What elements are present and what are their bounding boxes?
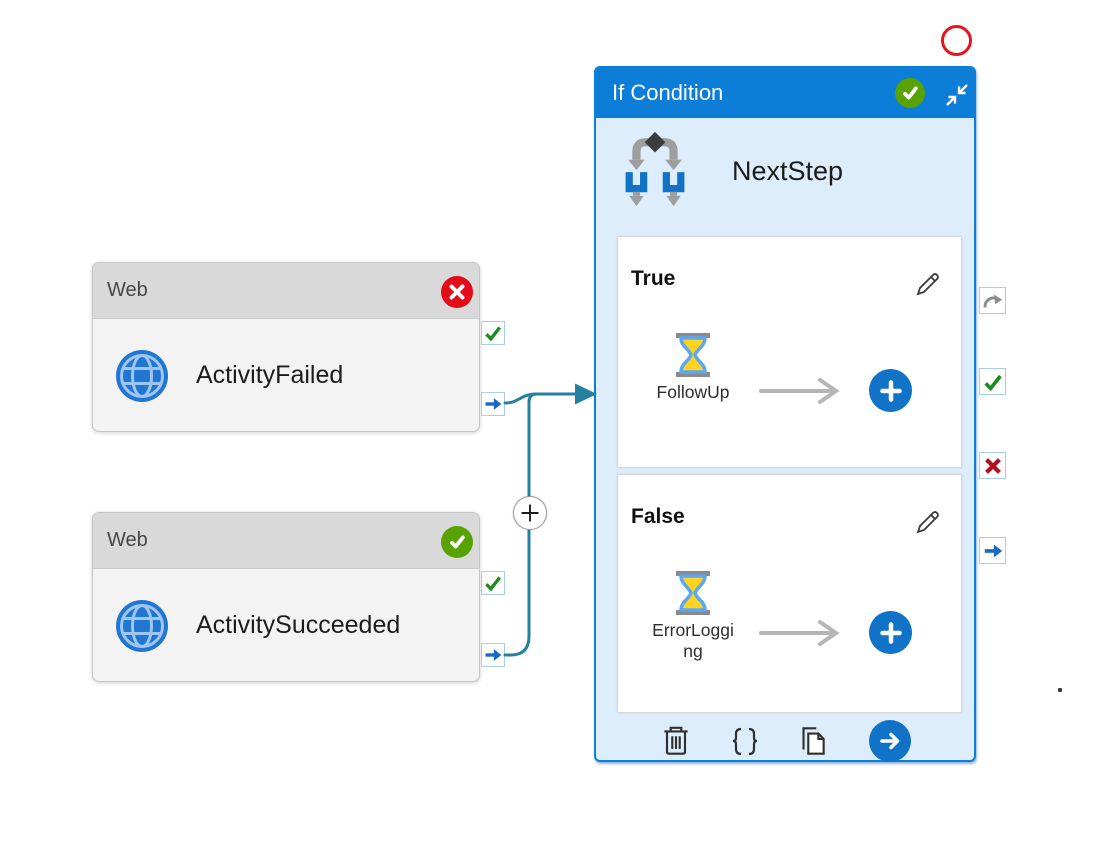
add-activity-false-button[interactable] <box>869 611 912 654</box>
plus-icon <box>879 379 902 402</box>
collapse-icon[interactable] <box>943 81 971 109</box>
if-condition-title: If Condition <box>612 80 724 105</box>
port-skip-if-condition[interactable] <box>979 287 1006 314</box>
delete-trash-icon[interactable] <box>658 722 694 765</box>
add-activity-true-button[interactable] <box>869 369 912 412</box>
activity-card-web-failed[interactable]: Web ActivityFailed <box>92 262 480 432</box>
port-completion-failed-activity[interactable] <box>481 392 505 416</box>
navigate-arrow-button[interactable] <box>869 720 911 762</box>
plus-icon <box>521 504 539 522</box>
flow-arrow-icon <box>759 620 840 646</box>
child-activity-name: FollowUp <box>656 382 730 402</box>
edit-pencil-icon[interactable] <box>913 507 943 537</box>
arrow-right-icon <box>880 732 900 750</box>
activity-name: ActivityFailed <box>196 361 344 389</box>
false-branch-card[interactable]: False ErrorLogging <box>617 474 962 713</box>
port-success-if-condition[interactable] <box>979 368 1006 395</box>
if-condition-header[interactable]: If Condition <box>596 68 974 118</box>
if-condition-icon <box>625 131 685 207</box>
child-activity-name: ErrorLogging <box>652 620 734 662</box>
edit-pencil-icon[interactable] <box>913 269 943 299</box>
annotation-dot <box>1058 688 1062 692</box>
if-condition-activity-row: NextStep <box>622 128 952 228</box>
web-globe-icon <box>116 349 168 402</box>
port-success-failed-activity[interactable] <box>481 321 505 345</box>
activity-type-label: Web <box>107 279 148 301</box>
status-succeeded-icon <box>895 78 925 108</box>
skip-curved-arrow-icon <box>983 294 1002 308</box>
activity-body: ActivitySucceeded <box>93 569 479 682</box>
web-globe-icon <box>116 599 168 652</box>
activity-card-web-succeeded[interactable]: Web ActivitySucceeded <box>92 512 480 682</box>
plus-icon <box>879 621 902 644</box>
activity-name: ActivitySucceeded <box>196 611 401 639</box>
braces-code-icon[interactable] <box>728 724 762 763</box>
true-branch-label: True <box>631 267 676 290</box>
port-failure-if-condition[interactable] <box>979 452 1006 479</box>
port-completion-succeeded-activity[interactable] <box>481 643 505 667</box>
activity-body: ActivityFailed <box>93 319 479 432</box>
flow-arrow-icon <box>759 378 840 404</box>
wait-hourglass-icon <box>676 333 710 377</box>
wait-hourglass-icon <box>676 571 710 615</box>
port-success-succeeded-activity[interactable] <box>481 571 505 595</box>
annotation-red-circle <box>941 25 972 56</box>
child-activity-followup[interactable]: FollowUp <box>649 333 737 403</box>
activity-header: Web <box>93 513 479 569</box>
connector-add-button[interactable] <box>513 496 547 530</box>
child-activity-errorlogging[interactable]: ErrorLogging <box>649 571 737 663</box>
status-failed-icon <box>441 276 473 308</box>
activity-type-label: Web <box>107 529 148 551</box>
activity-header: Web <box>93 263 479 319</box>
true-branch-card[interactable]: True FollowUp <box>617 236 962 468</box>
if-condition-name: NextStep <box>732 156 844 186</box>
connector-failed <box>503 392 578 405</box>
status-succeeded-icon <box>441 526 473 558</box>
port-completion-if-condition[interactable] <box>979 537 1006 564</box>
copy-icon[interactable] <box>794 722 830 765</box>
false-branch-label: False <box>631 505 685 528</box>
if-condition-container[interactable]: If Condition <box>594 66 976 762</box>
